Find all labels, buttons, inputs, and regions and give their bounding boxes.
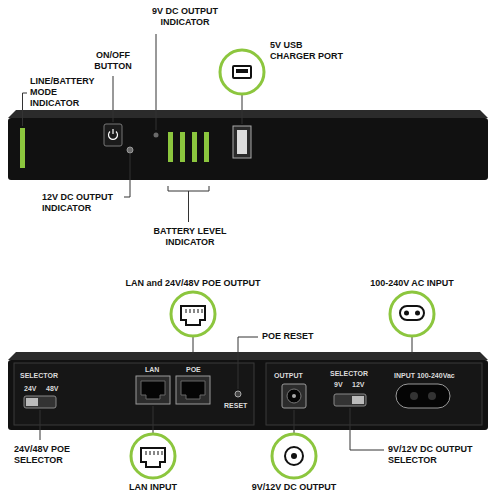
callout-label: 12V DC OUTPUT INDICATOR xyxy=(42,192,120,214)
device-front-face xyxy=(8,118,488,180)
usb-icon xyxy=(236,69,248,73)
selector-knob xyxy=(352,396,364,404)
device-back-face xyxy=(8,360,488,430)
leader-line xyxy=(238,337,258,389)
battery-bar xyxy=(192,132,197,162)
panel-print: 9V xyxy=(334,381,343,389)
panel xyxy=(266,363,482,425)
ac-inlet-pin xyxy=(410,392,418,400)
callout-circle xyxy=(390,292,434,336)
callout-label: 100-240V AC INPUT xyxy=(370,278,454,289)
ac-icon xyxy=(415,311,420,316)
callout-label: 24V/48V POE SELECTOR xyxy=(14,444,94,466)
leader-line xyxy=(294,410,295,433)
callout-label: ON/OFF BUTTON xyxy=(83,50,143,72)
panel-print: 48V xyxy=(46,385,58,393)
panel-print: 24V xyxy=(24,385,36,393)
ac-inlet-pin xyxy=(428,392,436,400)
panel-print: POE xyxy=(186,366,201,374)
poe-port xyxy=(176,376,210,404)
leader-line xyxy=(350,408,384,450)
callout-label: BATTERY LEVEL INDICATOR xyxy=(145,226,235,248)
callout-circle xyxy=(131,434,175,478)
battery-bar xyxy=(168,132,173,162)
dc-jack-hole xyxy=(287,389,301,403)
panel-print: RESET xyxy=(224,402,247,410)
led-12v xyxy=(127,147,133,153)
power-symbol xyxy=(109,132,118,140)
callout-label: 9V DC OUTPUT INDICATOR xyxy=(145,6,225,28)
callout-label: LAN and 24V/48V POE OUTPUT xyxy=(125,278,260,289)
callout-circle xyxy=(272,434,316,478)
callout-label: LAN INPUT xyxy=(129,482,177,493)
dc-jack-pin xyxy=(292,394,296,398)
ac-inlet xyxy=(396,384,450,408)
device-top-surface xyxy=(8,352,488,360)
selector-switch xyxy=(334,394,366,406)
power-symbol xyxy=(112,129,113,134)
ac-icon xyxy=(404,311,409,316)
leader-line xyxy=(242,94,243,124)
power-button xyxy=(104,124,122,146)
dc-icon xyxy=(291,453,297,459)
panel-print: SELECTOR xyxy=(20,372,58,380)
led-9v xyxy=(154,133,159,138)
callout-label: POE RESET xyxy=(262,331,314,342)
device-top-surface xyxy=(8,110,488,118)
callout-label: 5V USB CHARGER PORT xyxy=(270,40,348,62)
usb-port-tongue xyxy=(237,130,247,154)
ac-icon xyxy=(400,306,424,320)
usb-port xyxy=(233,126,251,158)
poe-port-opening xyxy=(181,381,205,399)
leader-line xyxy=(193,336,194,354)
battery-bar xyxy=(180,132,185,162)
bracket xyxy=(168,186,209,222)
reset-button xyxy=(235,391,241,397)
callout-label: 9V/12V DC OUTPUT xyxy=(252,482,337,493)
callout-circle xyxy=(171,292,215,336)
rj45-icon xyxy=(181,306,205,325)
panel-print: SELECTOR xyxy=(330,370,368,378)
leader-line xyxy=(153,406,154,433)
callout-circle xyxy=(220,50,264,94)
leader-line xyxy=(156,34,157,130)
rj45-icon xyxy=(141,448,165,467)
lan-port xyxy=(136,376,170,404)
panel xyxy=(14,363,254,425)
usb-icon xyxy=(233,66,251,78)
rj45-icon xyxy=(146,451,162,455)
battery-bar xyxy=(204,132,209,162)
leader-line xyxy=(40,410,41,440)
panel-print: 12V xyxy=(352,381,364,389)
dc-icon xyxy=(285,447,303,465)
selector-knob xyxy=(26,398,38,406)
lan-port-opening xyxy=(141,381,165,399)
rj45-icon xyxy=(186,309,202,313)
dc-jack xyxy=(282,384,306,408)
panel-print: LAN xyxy=(145,366,159,374)
panel-print: INPUT 100-240Vac xyxy=(394,372,455,380)
mode-indicator-bar xyxy=(20,128,25,168)
panel-print: OUTPUT xyxy=(274,372,303,380)
selector-switch xyxy=(24,396,56,408)
callout-label: 9V/12V DC OUTPUT SELECTOR xyxy=(388,444,483,466)
leader-line xyxy=(23,93,28,126)
leader-line xyxy=(412,336,413,354)
leader-line xyxy=(113,76,114,122)
callout-label: LINE/BATTERY MODE INDICATOR xyxy=(30,76,100,109)
leader-line xyxy=(124,154,130,197)
